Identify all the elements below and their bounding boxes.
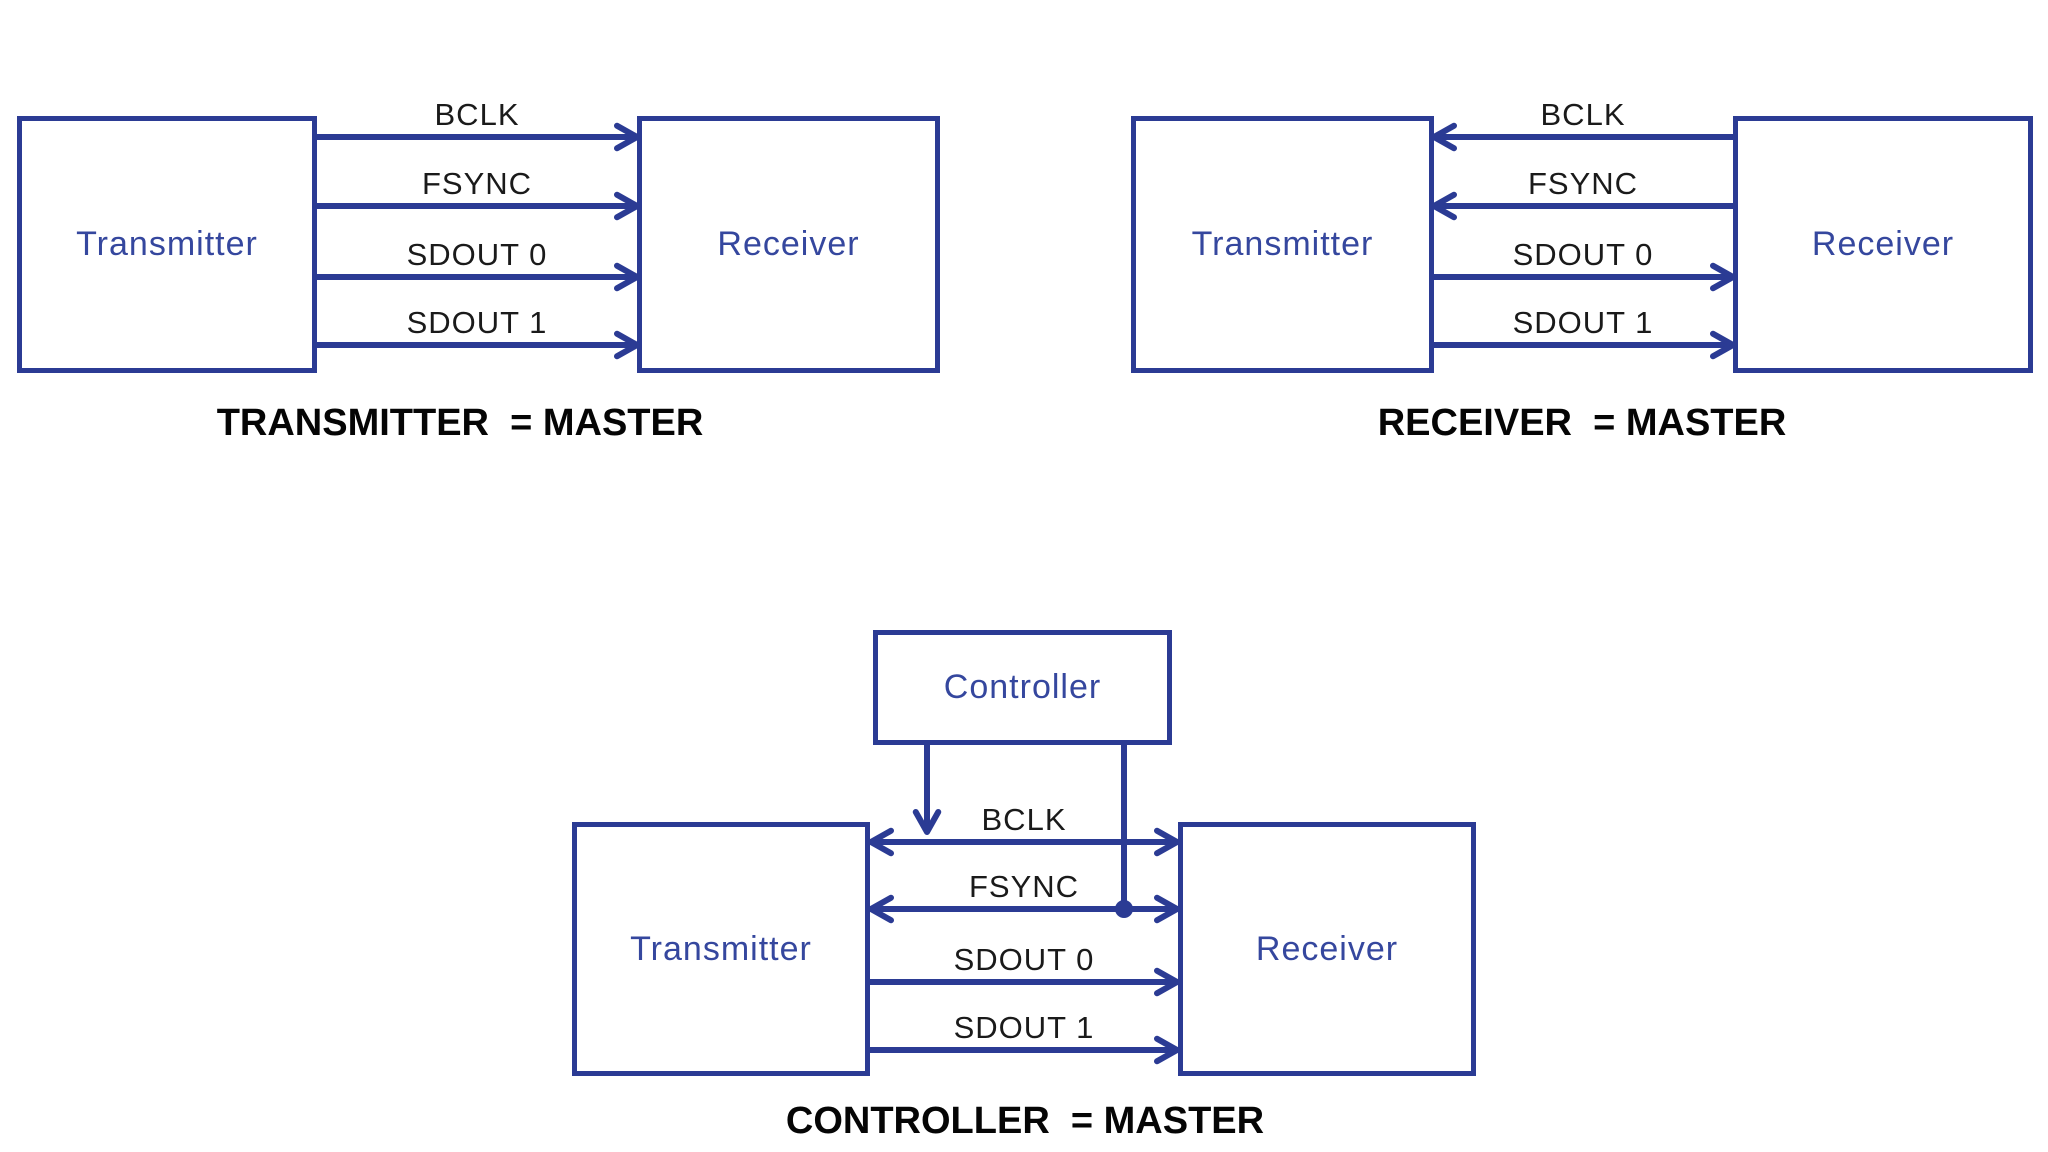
d1-transmitter-label: Transmitter: [76, 225, 258, 263]
d2-signal-label-sdout1: SDOUT 1: [1512, 305, 1654, 340]
d3-signal-label-fsync: FSYNC: [968, 869, 1080, 904]
d2-signal-label-sdout0: SDOUT 0: [1512, 237, 1654, 272]
d2-transmitter-label: Transmitter: [1191, 225, 1374, 263]
d3-controller-box: Controller: [873, 630, 1172, 745]
d1-signal-label-sdout0: SDOUT 0: [406, 237, 548, 272]
d1-signal-label-fsync: FSYNC: [421, 166, 533, 201]
d1-receiver-box: Receiver: [637, 116, 940, 373]
d1-receiver-label: Receiver: [717, 225, 860, 263]
d3-transmitter-box: Transmitter: [572, 822, 870, 1076]
d3-receiver-label: Receiver: [1255, 929, 1399, 968]
d3-signal-label-bclk: BCLK: [981, 802, 1067, 837]
d3-transmitter-label: Transmitter: [630, 929, 812, 968]
d2-signal-label-bclk: BCLK: [1540, 97, 1626, 132]
d2-receiver-label: Receiver: [1811, 225, 1955, 263]
d3-signal-label-sdout1: SDOUT 1: [953, 1010, 1095, 1045]
d3-caption: CONTROLLER = MASTER: [785, 1100, 1265, 1142]
d2-signal-label-fsync: FSYNC: [1527, 166, 1639, 201]
d1-signal-label-bclk: BCLK: [434, 97, 520, 132]
d1-transmitter-box: Transmitter: [17, 116, 317, 373]
d1-caption: TRANSMITTER = MASTER: [216, 402, 704, 444]
d2-caption: RECEIVER = MASTER: [1377, 402, 1787, 444]
d1-signal-label-sdout1: SDOUT 1: [406, 305, 548, 340]
d3-controller-label: Controller: [943, 668, 1102, 706]
d3-signal-label-sdout0: SDOUT 0: [953, 942, 1095, 977]
d2-receiver-box: Receiver: [1733, 116, 2033, 373]
d3-receiver-box: Receiver: [1178, 822, 1476, 1076]
d3-fsync-junction-dot: [1115, 900, 1133, 918]
d2-transmitter-box: Transmitter: [1131, 116, 1434, 373]
